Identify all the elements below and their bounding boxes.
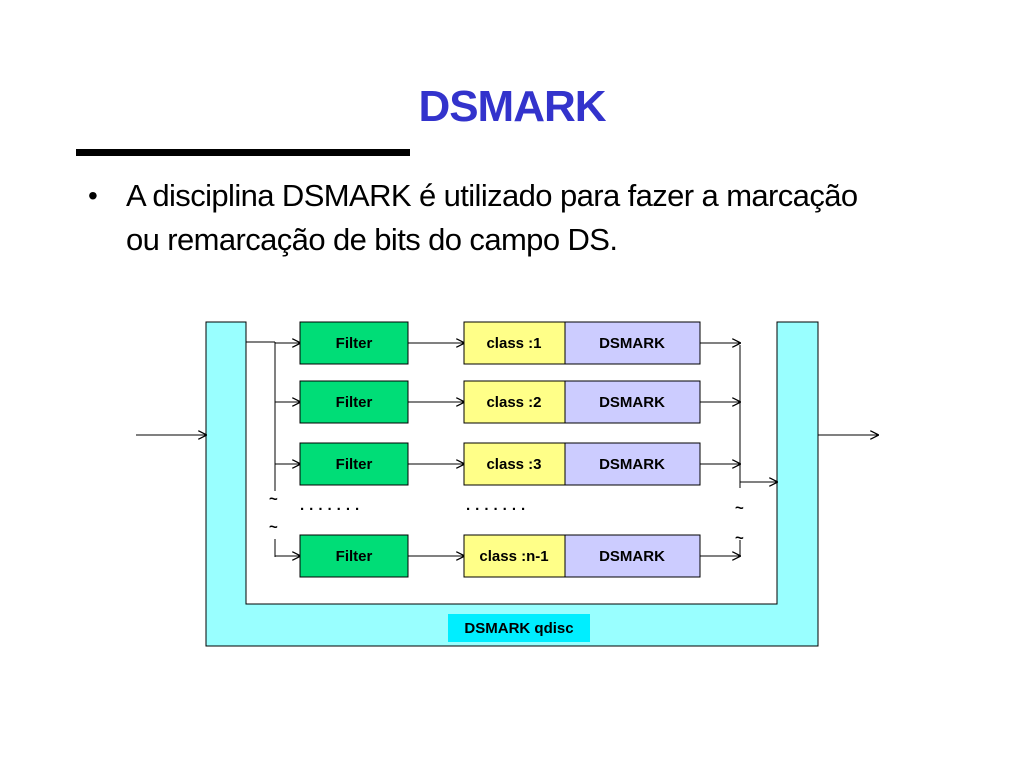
class-box — [463, 321, 566, 365]
dsmark-label: DSMARK — [599, 456, 665, 473]
bullet-item: • A disciplina DSMARK é utilizado para f… — [88, 174, 988, 262]
dsmark-label: DSMARK — [599, 335, 665, 352]
dsmark-label: DSMARK — [599, 548, 665, 565]
title-underline — [76, 149, 410, 156]
class-label: class :2 — [486, 394, 541, 411]
tilde-left-1: ~ — [269, 491, 278, 508]
filter-box — [299, 534, 409, 578]
qdisc-label-box — [448, 614, 590, 642]
dsmark-box — [564, 380, 701, 424]
class-box — [463, 534, 566, 578]
bullet-text-line-1: A disciplina DSMARK é utilizado para faz… — [126, 178, 858, 213]
filter-box — [299, 380, 409, 424]
filter-label: Filter — [336, 548, 373, 565]
qdisc-container — [205, 321, 819, 647]
filter-ellipsis: · · · · · · · — [300, 501, 360, 518]
tilde-right-1: ~ — [735, 500, 744, 517]
dsmark-box — [564, 534, 701, 578]
qdisc-label: DSMARK qdisc — [464, 620, 573, 637]
filter-class-rows: Filter class :1 DSMARK Filter class :2 DSMARK… — [275, 321, 740, 578]
class-label: class :1 — [486, 335, 541, 352]
filter-box — [299, 321, 409, 365]
dsmark-box — [564, 442, 701, 486]
filter-label: Filter — [336, 335, 373, 352]
bullet-text-line-2: ou remarcação de bits do campo DS. — [126, 222, 618, 257]
bullet-list: • A disciplina DSMARK é utilizado para f… — [88, 174, 988, 262]
class-label: class :n-1 — [479, 548, 548, 565]
tilde-left-2: ~ — [269, 519, 278, 536]
tilde-right-2: ~ — [735, 530, 744, 547]
class-label: class :3 — [486, 456, 541, 473]
filter-box — [299, 442, 409, 486]
filter-label: Filter — [336, 456, 373, 473]
dsmark-label: DSMARK — [599, 394, 665, 411]
filter-label: Filter — [336, 394, 373, 411]
slide-title: DSMARK — [418, 82, 606, 131]
class-ellipsis: · · · · · · · — [466, 501, 526, 518]
class-box — [463, 380, 566, 424]
bullet-marker: • — [88, 180, 98, 211]
